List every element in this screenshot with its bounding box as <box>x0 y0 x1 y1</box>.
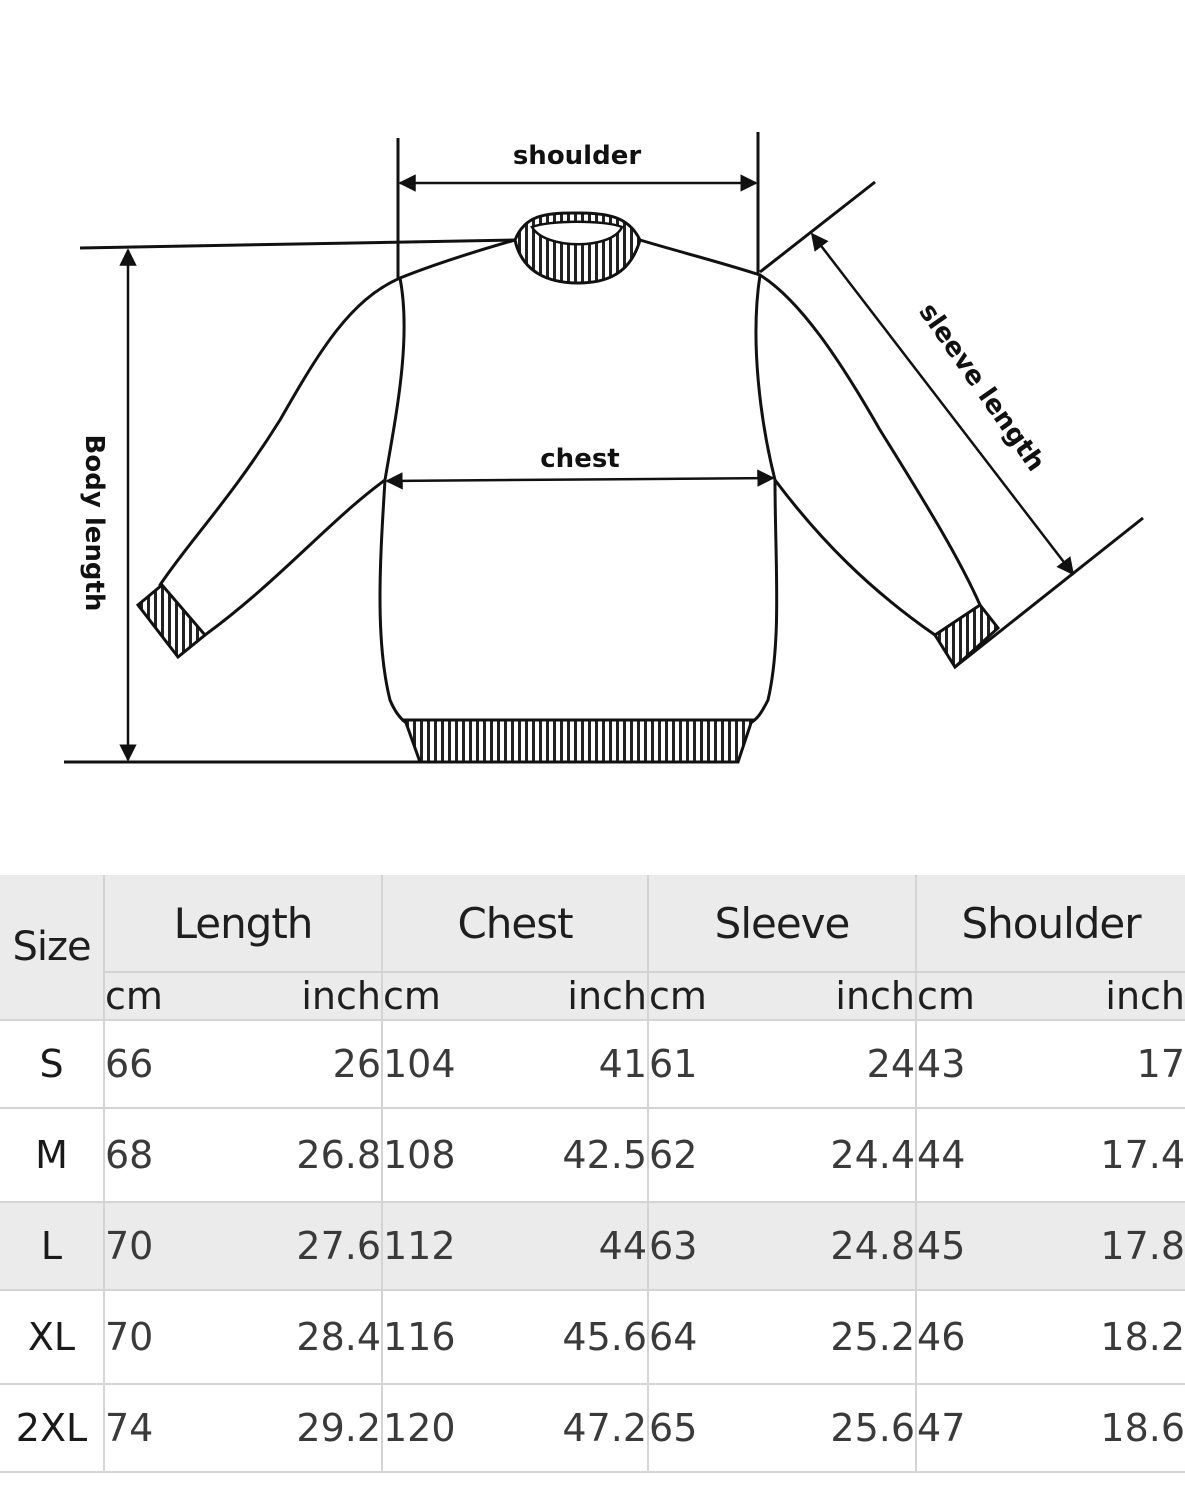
chest-arrow <box>385 469 775 490</box>
size-column-header: Size <box>0 875 105 1020</box>
sleeve-length-label: sleeve length <box>913 298 1051 477</box>
table-row: S 66 26 104 41 61 24 43 17 <box>0 1019 1185 1108</box>
size-cell: 2XL <box>0 1383 105 1473</box>
length-group-header: Length <box>103 875 382 973</box>
unit-header: cm <box>381 972 512 1020</box>
collar-rib <box>513 211 642 285</box>
value-cell: 24 <box>780 1019 917 1108</box>
value-cell: 70 <box>104 1289 224 1384</box>
value-cell: 108 <box>381 1107 512 1202</box>
unit-header: inch <box>780 972 917 1020</box>
value-cell: 45.6 <box>512 1289 649 1384</box>
size-cell: L <box>0 1201 105 1290</box>
value-cell: 64 <box>647 1289 781 1384</box>
sweater-outline <box>158 238 982 724</box>
value-cell: 26.8 <box>224 1107 382 1202</box>
value-cell: 42.5 <box>512 1107 649 1202</box>
value-cell: 45 <box>915 1201 1047 1290</box>
size-cell: S <box>0 1019 105 1108</box>
value-cell: 68 <box>104 1107 224 1202</box>
body-length-label: Body length <box>79 435 109 612</box>
value-cell: 44 <box>915 1107 1047 1202</box>
value-cell: 28.4 <box>224 1289 382 1384</box>
value-cell: 41 <box>512 1019 649 1108</box>
value-cell: 65 <box>647 1383 781 1473</box>
value-cell: 47 <box>915 1383 1047 1473</box>
table-row: M 68 26.8 108 42.5 62 24.4 44 17.4 <box>0 1107 1185 1202</box>
value-cell: 17.8 <box>1046 1201 1185 1290</box>
value-cell: 26 <box>224 1019 382 1108</box>
value-cell: 44 <box>512 1201 649 1290</box>
chest-label: chest <box>540 444 619 474</box>
value-cell: 116 <box>381 1289 512 1384</box>
value-cell: 104 <box>381 1019 512 1108</box>
unit-header: inch <box>512 972 649 1020</box>
sweater-measurement-diagram: shoulder chest sleeve length Body length <box>64 132 1144 764</box>
unit-header: cm <box>103 972 224 1020</box>
value-cell: 63 <box>647 1201 781 1290</box>
unit-header: inch <box>1046 972 1185 1020</box>
value-cell: 29.2 <box>224 1383 382 1473</box>
value-cell: 25.6 <box>780 1383 917 1473</box>
size-chart-table: Size Length Chest Sleeve Shoulder cm inc… <box>0 875 1185 1473</box>
value-cell: 25.2 <box>780 1289 917 1384</box>
measurement-guides <box>64 132 1144 764</box>
sleeve-length-arrow <box>810 232 1075 576</box>
value-cell: 61 <box>647 1019 781 1108</box>
measurement-arrows <box>119 174 1075 762</box>
chest-group-header: Chest <box>380 875 649 973</box>
shoulder-label: shoulder <box>513 141 642 171</box>
value-cell: 17.4 <box>1046 1107 1185 1202</box>
value-cell: 74 <box>104 1383 224 1473</box>
table-row: XL 70 28.4 116 45.6 64 25.2 46 18.2 <box>0 1289 1185 1384</box>
unit-header: cm <box>915 972 1047 1020</box>
right-cuff <box>932 602 1001 670</box>
value-cell: 120 <box>381 1383 512 1473</box>
left-cuff <box>135 582 208 660</box>
value-cell: 24.4 <box>780 1107 917 1202</box>
value-cell: 66 <box>104 1019 224 1108</box>
table-row: 2XL 74 29.2 120 47.2 65 25.6 47 18.6 <box>0 1383 1185 1473</box>
size-cell: M <box>0 1107 105 1202</box>
value-cell: 17 <box>1046 1019 1185 1108</box>
hem-rib <box>402 718 755 764</box>
table-row: L 70 27.6 112 44 63 24.8 45 17.8 <box>0 1201 1185 1290</box>
value-cell: 46 <box>915 1289 1047 1384</box>
sleeve-group-header: Sleeve <box>647 875 917 973</box>
value-cell: 24.8 <box>780 1201 917 1290</box>
unit-header: cm <box>647 972 781 1020</box>
shoulder-group-header: Shoulder <box>915 875 1185 973</box>
value-cell: 70 <box>104 1201 224 1290</box>
value-cell: 27.6 <box>224 1201 382 1290</box>
value-cell: 47.2 <box>512 1383 649 1473</box>
value-cell: 18.2 <box>1046 1289 1185 1384</box>
size-cell: XL <box>0 1289 105 1384</box>
value-cell: 18.6 <box>1046 1383 1185 1473</box>
value-cell: 112 <box>381 1201 512 1290</box>
value-cell: 62 <box>647 1107 781 1202</box>
value-cell: 43 <box>915 1019 1047 1108</box>
unit-header: inch <box>224 972 382 1020</box>
